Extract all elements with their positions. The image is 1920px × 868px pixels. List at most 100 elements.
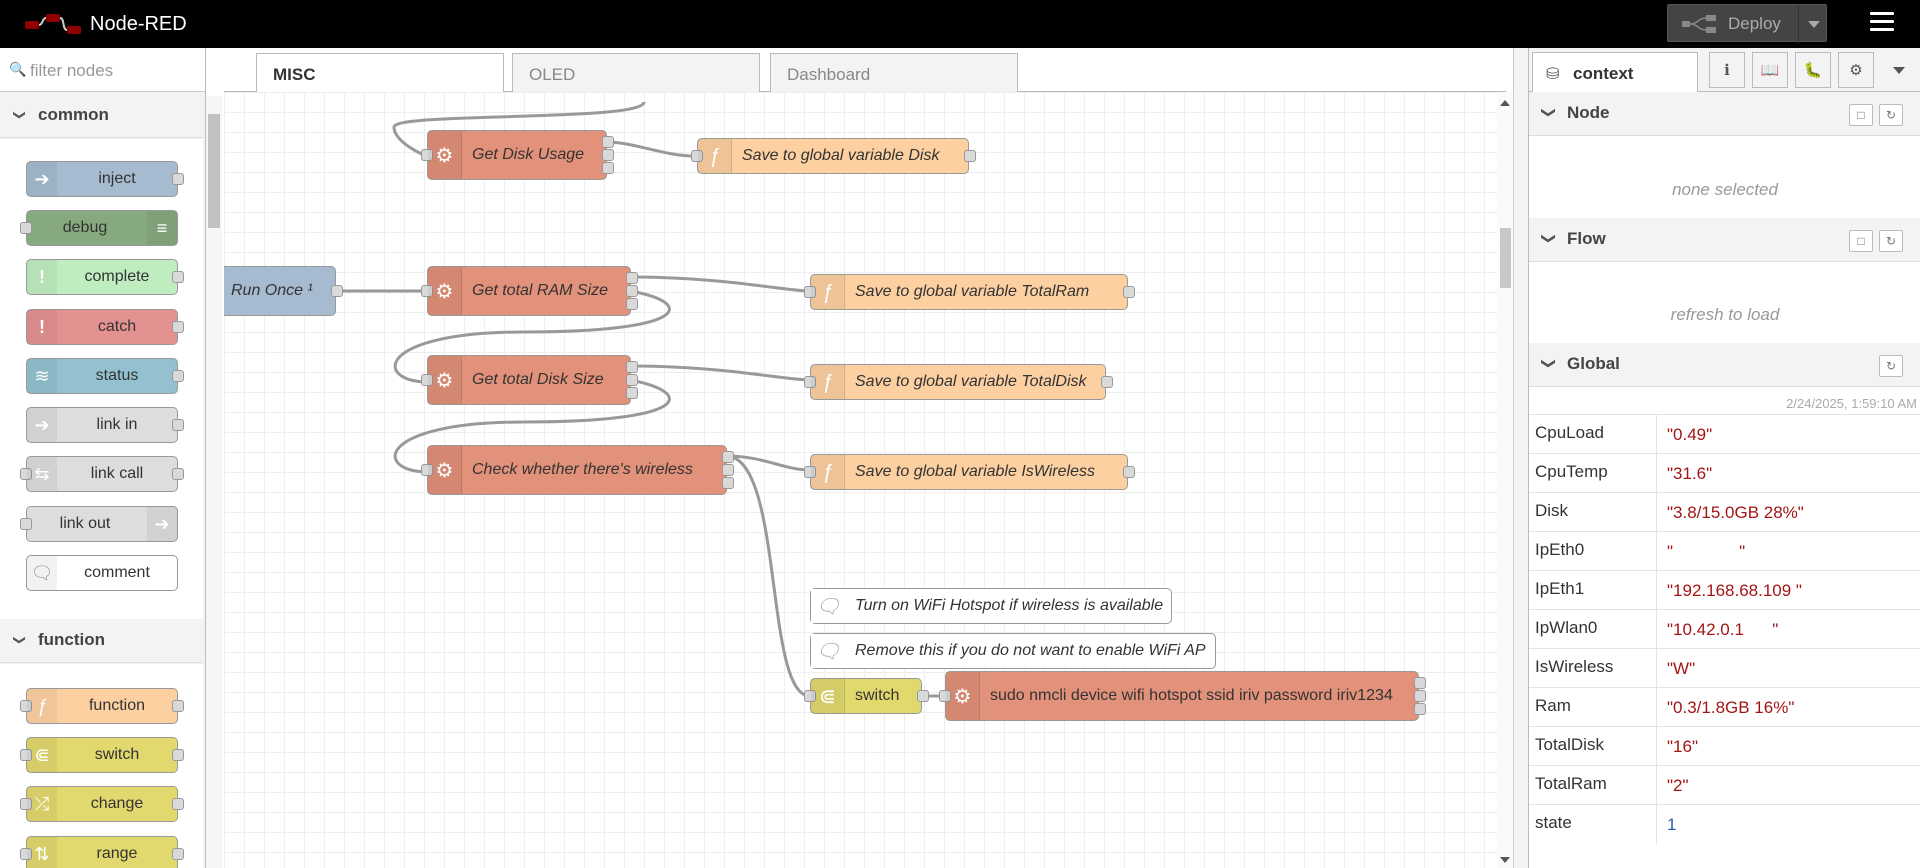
context-row[interactable]: Ram"0.3/1.8GB 16%" xyxy=(1529,687,1920,727)
range-icon: ⇅ xyxy=(27,837,57,868)
palette-node-range[interactable]: ⇅ range xyxy=(20,836,184,868)
palette-node-change[interactable]: ⤮ change xyxy=(20,786,184,822)
wire xyxy=(725,454,811,698)
palette-node-link-call[interactable]: ⇆ link call xyxy=(20,456,184,492)
palette-node-function[interactable]: ƒ function xyxy=(20,688,184,724)
book-icon[interactable]: 📖 xyxy=(1752,52,1788,88)
section-node-header[interactable]: ❯ Node □ ↻ xyxy=(1529,92,1920,136)
category-name: common xyxy=(38,105,109,124)
bug-icon[interactable]: 🐛 xyxy=(1795,52,1831,88)
flow-comment-hotspot[interactable]: 🗨 Turn on WiFi Hotspot if wireless is av… xyxy=(810,588,1172,624)
global-refresh-icon[interactable]: ↻ xyxy=(1879,355,1903,377)
info-icon[interactable]: ℹ xyxy=(1709,52,1745,88)
context-key: IpEth1 xyxy=(1535,579,1585,598)
flow-node-check-wireless[interactable]: ⚙ Check whether there's wireless xyxy=(421,445,734,495)
wire xyxy=(629,275,811,293)
context-value[interactable]: " " xyxy=(1667,542,1746,561)
palette-node-comment[interactable]: 🗨 comment xyxy=(26,555,178,591)
context-row[interactable]: TotalDisk"16" xyxy=(1529,726,1920,766)
scroll-down-arrow-icon[interactable] xyxy=(1500,857,1510,863)
flow-node-save-total-disk[interactable]: ƒ Save to global variable TotalDisk xyxy=(804,364,1113,400)
context-value[interactable]: "0.49" xyxy=(1667,425,1713,444)
switch-icon: ⋐ xyxy=(811,679,845,713)
context-row[interactable]: IpWlan0 "10.42.0.1 " xyxy=(1529,609,1920,649)
sidebar-more-caret-icon[interactable] xyxy=(1893,67,1905,74)
context-row[interactable]: IpEth1 "192.168.68.109 " xyxy=(1529,570,1920,610)
context-row[interactable]: IpEth0" " xyxy=(1529,531,1920,571)
context-value[interactable]: "16" xyxy=(1667,737,1698,756)
flow-node-run-once[interactable]: Run Once ¹ xyxy=(224,266,343,316)
canvas-vertical-scrollbar[interactable] xyxy=(1497,92,1513,868)
filter-placeholder[interactable]: filter nodes xyxy=(30,61,114,80)
context-row[interactable]: Disk"3.8/15.0GB 28%" xyxy=(1529,492,1920,532)
palette-node-link-in[interactable]: ➔ link in xyxy=(26,407,184,443)
context-row[interactable]: TotalRam"2" xyxy=(1529,765,1920,805)
tab-dashboard[interactable]: Dashboard xyxy=(770,53,1018,93)
flow-node-get-ram[interactable]: ⚙ Get total RAM Size xyxy=(421,266,638,316)
change-shuffle-icon: ⤮ xyxy=(27,787,57,821)
flow-placeholder[interactable]: refresh to load xyxy=(1670,305,1780,324)
context-key: CpuLoad xyxy=(1535,423,1605,442)
flow-node-get-disk-usage[interactable]: ⚙ Get Disk Usage xyxy=(421,130,614,180)
context-value[interactable]: "10.42.0.1 " xyxy=(1667,620,1779,639)
flow-node-get-disk-size[interactable]: ⚙ Get total Disk Size xyxy=(421,355,638,405)
context-value[interactable]: "31.6" xyxy=(1667,464,1713,483)
context-row[interactable]: CpuTemp"31.6" xyxy=(1529,453,1920,493)
settings-gear-icon[interactable]: ⚙ xyxy=(1838,52,1874,88)
section-global-header[interactable]: ❯ Global ↻ xyxy=(1529,343,1920,387)
context-value[interactable]: 1 xyxy=(1667,815,1677,834)
flow-canvas[interactable]: Run Once ¹ ⚙ Get Disk Usage ƒ Save to gl… xyxy=(224,92,1501,868)
flow-expand-button[interactable]: □ xyxy=(1849,230,1873,252)
chevron-down-icon: ❯ xyxy=(13,109,28,121)
pulse-icon: ≋ xyxy=(27,359,57,393)
node-placeholder: none selected xyxy=(1672,180,1778,199)
sidebar-tab-bar: ⛁ context ℹ 📖 🐛 ⚙ xyxy=(1529,48,1920,93)
flow-node-save-total-ram[interactable]: ƒ Save to global variable TotalRam xyxy=(804,274,1135,310)
category-body-function: ƒ function ⋐ switch ⤮ change ⇅ range xyxy=(0,664,203,868)
context-value[interactable]: "2" xyxy=(1667,776,1689,795)
link-out-icon: ➔ xyxy=(147,507,177,541)
context-row[interactable]: IsWireless "W" xyxy=(1529,648,1920,688)
tab-context[interactable]: ⛁ context xyxy=(1532,52,1698,93)
context-key: IsWireless xyxy=(1535,657,1614,676)
exclamation-icon: ! xyxy=(27,260,57,294)
node-palette: 🔍 filter nodes ❯ common ➔ inject debug ≡… xyxy=(0,48,206,868)
flow-node-save-disk[interactable]: ƒ Save to global variable Disk xyxy=(691,138,976,174)
flow-comment-remove[interactable]: 🗨 Remove this if you do not want to enab… xyxy=(810,633,1216,669)
context-value[interactable]: "192.168.68.109 " xyxy=(1667,581,1802,600)
tab-oled[interactable]: OLED xyxy=(512,53,760,93)
palette-category-function[interactable]: ❯ function xyxy=(0,619,203,663)
context-row[interactable]: CpuLoad "0.49" xyxy=(1529,414,1920,454)
palette-node-debug[interactable]: debug ≡ xyxy=(20,210,178,246)
scroll-up-arrow-icon[interactable] xyxy=(1500,100,1510,106)
main-menu-hamburger-icon[interactable] xyxy=(1870,12,1894,34)
flow-refresh-icon[interactable]: ↻ xyxy=(1879,230,1903,252)
palette-scrollbar[interactable] xyxy=(206,96,222,868)
flow-node-switch[interactable]: ⋐ switch xyxy=(804,678,929,714)
palette-node-switch[interactable]: ⋐ switch xyxy=(20,737,184,773)
palette-category-common[interactable]: ❯ common xyxy=(0,94,203,138)
sidebar-resize-handle[interactable] xyxy=(1513,48,1528,868)
palette-node-inject[interactable]: ➔ inject xyxy=(26,161,184,197)
palette-node-complete[interactable]: ! complete xyxy=(26,259,184,295)
node-refresh-icon[interactable]: ↻ xyxy=(1879,104,1903,126)
flow-node-save-is-wireless[interactable]: ƒ Save to global variable IsWireless xyxy=(804,454,1135,490)
section-flow-header[interactable]: ❯ Flow □ ↻ xyxy=(1529,218,1920,262)
palette-node-status[interactable]: ≋ status xyxy=(26,358,184,394)
palette-node-link-out[interactable]: link out ➔ xyxy=(20,506,178,542)
palette-filter[interactable]: 🔍 filter nodes xyxy=(0,48,205,92)
header-bar: Node-RED Deploy xyxy=(0,0,1920,48)
context-value[interactable]: "3.8/15.0GB 28%" xyxy=(1667,503,1804,522)
context-value[interactable]: "0.3/1.8GB 16%" xyxy=(1667,698,1795,717)
deploy-icon xyxy=(1682,15,1716,33)
flow-node-hotspot-exec[interactable]: ⚙ sudo nmcli device wifi hotspot ssid ir… xyxy=(939,671,1426,721)
context-value[interactable]: "W" xyxy=(1667,659,1696,678)
deploy-button[interactable]: Deploy xyxy=(1667,4,1827,43)
context-key: IpWlan0 xyxy=(1535,618,1598,637)
node-expand-button[interactable]: □ xyxy=(1849,104,1873,126)
tab-misc[interactable]: MISC xyxy=(256,53,504,94)
flow-wires xyxy=(338,100,947,698)
deploy-options-caret-icon[interactable] xyxy=(1808,21,1820,28)
palette-node-catch[interactable]: ! catch xyxy=(26,309,184,345)
